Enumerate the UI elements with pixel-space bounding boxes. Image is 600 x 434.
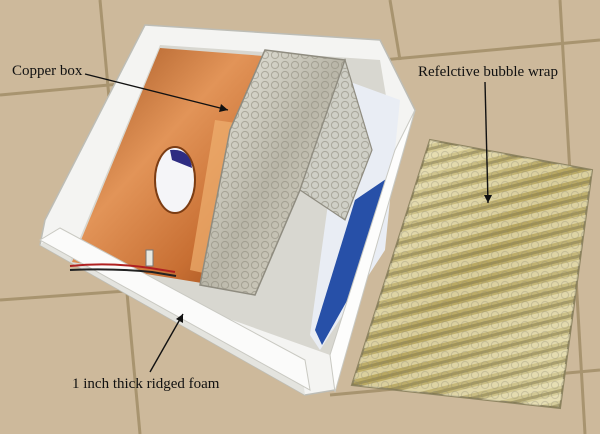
foam-arrow xyxy=(149,313,184,373)
bubble-wrap-label: Refelctive bubble wrap xyxy=(418,64,558,80)
foam-label: 1 inch thick ridged foam xyxy=(72,376,220,392)
bubble-wrap-panel xyxy=(350,138,594,410)
annotation-arrows xyxy=(84,73,492,373)
copper-box-label: Copper box xyxy=(12,63,83,79)
copper-box-arrow xyxy=(84,73,229,111)
foam-box xyxy=(39,24,416,396)
bubble-wrap-arrow xyxy=(484,81,489,204)
